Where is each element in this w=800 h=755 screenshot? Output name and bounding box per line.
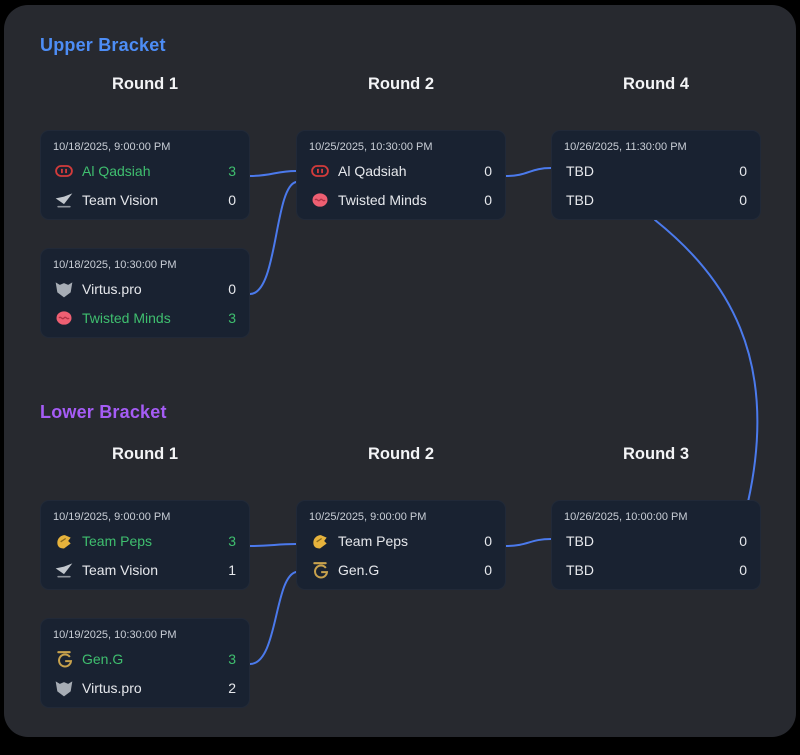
team-row: Team Vision 0 bbox=[41, 185, 249, 214]
team-name: TBD bbox=[566, 162, 594, 179]
team-row: TBD 0 bbox=[552, 555, 760, 584]
team-score: 0 bbox=[484, 191, 492, 208]
match-card-lower-r3[interactable]: 10/26/2025, 10:00:00 PM TBD 0 TBD 0 bbox=[551, 500, 761, 590]
team-name: TBD bbox=[566, 561, 594, 578]
team-score: 0 bbox=[484, 561, 492, 578]
team-name: Al Qadsiah bbox=[338, 162, 407, 179]
team-name: Virtus.pro bbox=[82, 679, 142, 696]
team-score: 0 bbox=[228, 280, 236, 297]
lower-bracket-title: Lower Bracket bbox=[40, 402, 167, 422]
team-score: 0 bbox=[739, 532, 747, 549]
team-row: Twisted Minds 3 bbox=[41, 303, 249, 332]
match-card-lower-r1-m1[interactable]: 10/19/2025, 9:00:00 PM Team Peps 3 Team … bbox=[40, 500, 250, 590]
team-score: 3 bbox=[228, 532, 236, 549]
match-card-upper-r1-m2[interactable]: 10/18/2025, 10:30:00 PM Virtus.pro 0 Twi… bbox=[40, 248, 250, 338]
team-row: Team Peps 3 bbox=[41, 526, 249, 555]
match-datetime: 10/25/2025, 9:00:00 PM bbox=[309, 511, 427, 523]
team-row: Team Peps 0 bbox=[297, 526, 505, 555]
team-name: Virtus.pro bbox=[82, 280, 142, 297]
upper-bracket-title: Upper Bracket bbox=[40, 35, 166, 55]
upper-round4-header: Round 4 bbox=[623, 75, 689, 93]
team-peps-logo-icon bbox=[54, 531, 74, 551]
team-row: TBD 0 bbox=[552, 185, 760, 214]
team-name: Al Qadsiah bbox=[82, 162, 151, 179]
virtus-pro-logo-icon bbox=[54, 678, 74, 698]
team-name: Gen.G bbox=[338, 561, 380, 578]
match-datetime: 10/26/2025, 10:00:00 PM bbox=[564, 511, 688, 523]
team-row: Virtus.pro 2 bbox=[41, 673, 249, 702]
team-name: Twisted Minds bbox=[338, 191, 427, 208]
team-row: Gen.G 0 bbox=[297, 555, 505, 584]
team-row: Al Qadsiah 3 bbox=[41, 156, 249, 185]
twisted-minds-logo-icon bbox=[54, 308, 74, 328]
team-peps-logo-icon bbox=[310, 531, 330, 551]
match-card-upper-r1-m1[interactable]: 10/18/2025, 9:00:00 PM Al Qadsiah 3 Team… bbox=[40, 130, 250, 220]
team-row: Virtus.pro 0 bbox=[41, 274, 249, 303]
team-score: 0 bbox=[228, 191, 236, 208]
team-row: Twisted Minds 0 bbox=[297, 185, 505, 214]
team-score: 0 bbox=[739, 162, 747, 179]
al-qadsiah-logo-icon bbox=[310, 161, 330, 181]
lower-round2-header: Round 2 bbox=[368, 445, 434, 463]
bracket-panel: Upper Bracket Round 1 Round 2 Round 4 10… bbox=[4, 5, 796, 737]
team-score: 0 bbox=[484, 532, 492, 549]
team-score: 0 bbox=[739, 191, 747, 208]
team-score: 3 bbox=[228, 309, 236, 326]
match-datetime: 10/26/2025, 11:30:00 PM bbox=[564, 141, 687, 153]
al-qadsiah-logo-icon bbox=[54, 161, 74, 181]
match-datetime: 10/19/2025, 10:30:00 PM bbox=[53, 629, 177, 641]
team-row: TBD 0 bbox=[552, 526, 760, 555]
virtus-pro-logo-icon bbox=[54, 279, 74, 299]
team-row: Gen.G 3 bbox=[41, 644, 249, 673]
team-score: 3 bbox=[228, 162, 236, 179]
gen-g-logo-icon bbox=[54, 649, 74, 669]
team-name: TBD bbox=[566, 191, 594, 208]
match-card-upper-r2[interactable]: 10/25/2025, 10:30:00 PM Al Qadsiah 0 Twi… bbox=[296, 130, 506, 220]
team-score: 2 bbox=[228, 679, 236, 696]
match-card-lower-r2[interactable]: 10/25/2025, 9:00:00 PM Team Peps 0 Gen.G… bbox=[296, 500, 506, 590]
lower-round1-header: Round 1 bbox=[112, 445, 178, 463]
team-row: TBD 0 bbox=[552, 156, 760, 185]
team-score: 3 bbox=[228, 650, 236, 667]
team-name: Team Peps bbox=[338, 532, 409, 549]
lower-round3-header: Round 3 bbox=[623, 445, 689, 463]
match-datetime: 10/18/2025, 10:30:00 PM bbox=[53, 259, 177, 271]
team-score: 0 bbox=[484, 162, 492, 179]
team-name: Team Peps bbox=[82, 532, 153, 549]
team-vision-logo-icon bbox=[54, 190, 74, 210]
team-name: Gen.G bbox=[82, 650, 124, 667]
team-name: Twisted Minds bbox=[82, 309, 171, 326]
team-score: 1 bbox=[228, 561, 236, 578]
team-name: Team Vision bbox=[82, 561, 159, 578]
team-name: TBD bbox=[566, 532, 594, 549]
match-card-upper-r4[interactable]: 10/26/2025, 11:30:00 PM TBD 0 TBD 0 bbox=[551, 130, 761, 220]
match-datetime: 10/18/2025, 9:00:00 PM bbox=[53, 141, 171, 153]
match-card-lower-r1-m2[interactable]: 10/19/2025, 10:30:00 PM Gen.G 3 Virtus.p… bbox=[40, 618, 250, 708]
match-datetime: 10/25/2025, 10:30:00 PM bbox=[309, 141, 433, 153]
gen-g-logo-icon bbox=[310, 560, 330, 580]
team-name: Team Vision bbox=[82, 191, 159, 208]
team-vision-logo-icon bbox=[54, 560, 74, 580]
team-row: Team Vision 1 bbox=[41, 555, 249, 584]
twisted-minds-logo-icon bbox=[310, 190, 330, 210]
team-row: Al Qadsiah 0 bbox=[297, 156, 505, 185]
match-datetime: 10/19/2025, 9:00:00 PM bbox=[53, 511, 171, 523]
upper-round2-header: Round 2 bbox=[368, 75, 434, 93]
upper-round1-header: Round 1 bbox=[112, 75, 178, 93]
team-score: 0 bbox=[739, 561, 747, 578]
